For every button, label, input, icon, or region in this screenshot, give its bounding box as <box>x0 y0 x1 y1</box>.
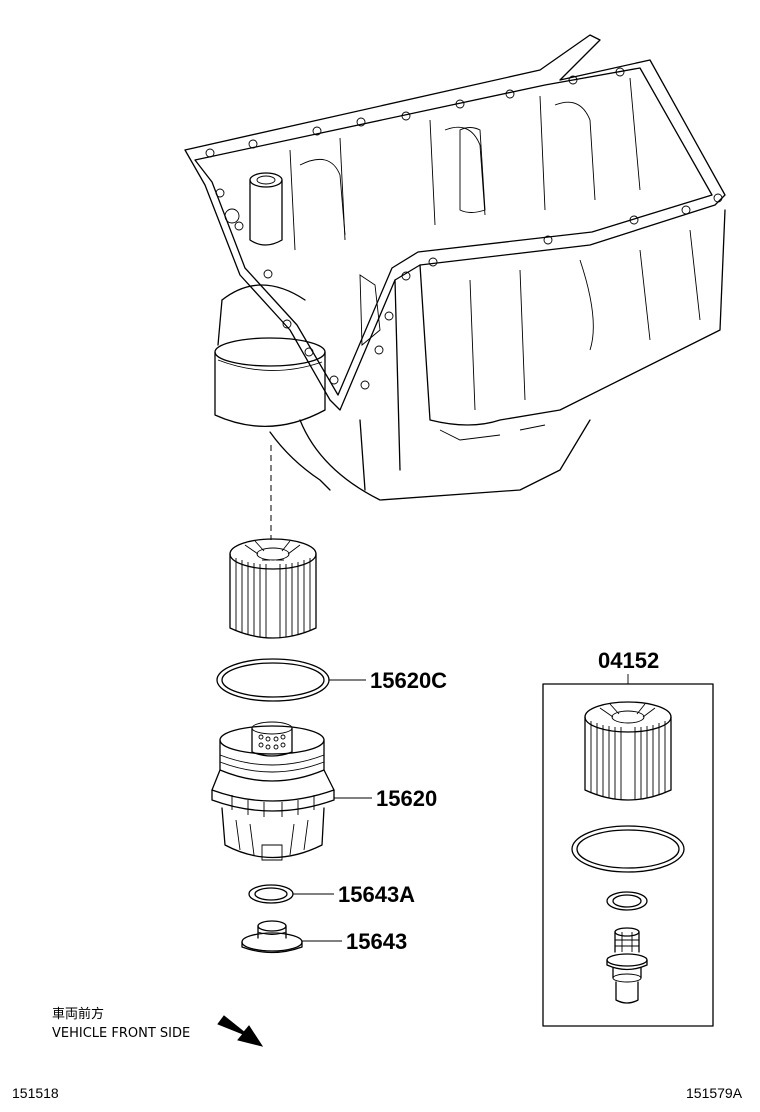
kit-04152-box <box>542 683 714 1027</box>
engine-block-illustration <box>184 34 726 501</box>
part-label-15620: 15620 <box>376 786 437 811</box>
front-arrow-icon <box>217 1015 264 1047</box>
o-ring-large <box>216 658 330 702</box>
drain-plug <box>241 920 303 954</box>
direction-label-japanese: 車両前方 <box>52 1006 104 1022</box>
oil-filter-cap <box>211 721 335 861</box>
oil-filter-element <box>229 538 317 639</box>
kit-gasket-small <box>606 891 648 911</box>
part-label-15643: 15643 <box>346 929 407 954</box>
diagram-code-left: 151518 <box>12 1085 59 1101</box>
part-label-04152: 04152 <box>598 648 659 673</box>
direction-indicator: 車両前方 VEHICLE FRONT SIDE <box>52 1006 264 1047</box>
kit-drain-valve <box>606 927 648 1004</box>
gasket-small <box>248 884 294 904</box>
kit-filter-element <box>584 701 672 801</box>
diagram-code-right: 151579A <box>686 1085 743 1101</box>
part-label-15643a: 15643A <box>338 882 415 907</box>
part-label-15620c: 15620C <box>370 668 447 693</box>
direction-label-english: VEHICLE FRONT SIDE <box>52 1026 190 1041</box>
kit-o-ring-large <box>571 825 685 873</box>
